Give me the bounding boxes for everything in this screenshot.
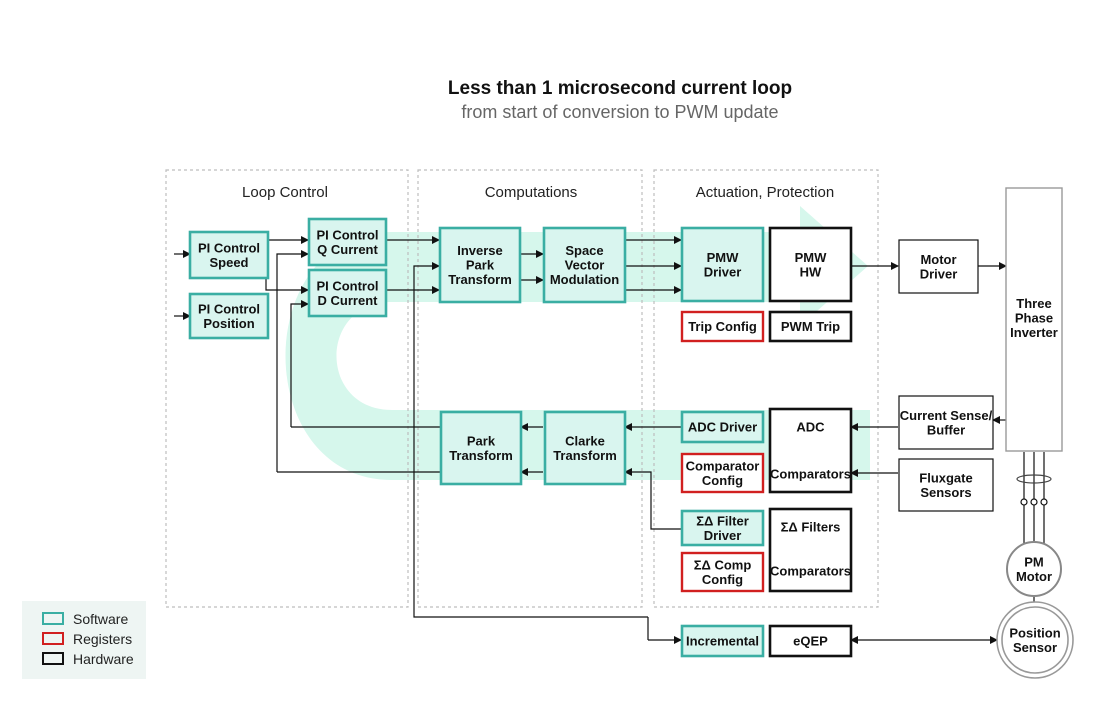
pmw-driver-block xyxy=(680,226,765,303)
sd-filter-driver-block xyxy=(680,509,765,547)
section-label-computations: Computations xyxy=(485,184,578,201)
comparator-config-label: Comparator xyxy=(686,458,760,473)
legend-swatch-hardware xyxy=(42,652,64,665)
trip-config-label: Trip Config xyxy=(688,319,757,334)
incremental-label: Incremental xyxy=(686,634,759,649)
sd-comp-config-label: ΣΔ Comp xyxy=(694,557,752,572)
clarke-transform-label: Clarke xyxy=(565,433,605,448)
svm-label: Space xyxy=(565,243,603,258)
motor-driver-block xyxy=(898,239,979,294)
fluxgate-label: Sensors xyxy=(920,485,971,500)
three-phase-inverter-label: Three xyxy=(1016,296,1051,311)
pmw-driver-label: PMW xyxy=(707,250,740,265)
three-phase-inverter-label: Inverter xyxy=(1010,325,1058,340)
position-sensor-label: Position xyxy=(1009,625,1060,640)
park-transform-block xyxy=(439,410,523,486)
trip-config-block xyxy=(680,310,765,343)
motor-driver-label: Motor xyxy=(920,252,956,267)
comparators-label: Comparators xyxy=(770,467,851,482)
section-label-actuation: Actuation, Protection xyxy=(696,184,834,201)
pi-position-label: Position xyxy=(203,316,254,331)
pi-q-block xyxy=(307,217,388,267)
comparator-config-block xyxy=(680,452,765,494)
eqep-block xyxy=(768,624,853,658)
incremental-block xyxy=(680,624,765,658)
pmw-driver-label: Driver xyxy=(704,264,742,279)
adc-driver-block xyxy=(680,410,765,444)
fluxgate-block xyxy=(898,458,994,512)
inverse-park-label: Transform xyxy=(448,272,512,287)
pi-speed-label: PI Control xyxy=(198,240,260,255)
sd-filters-label: ΣΔ Filters xyxy=(781,520,841,535)
pmw-hw-label: HW xyxy=(800,264,822,279)
svm-block xyxy=(542,226,627,304)
wire-node xyxy=(1030,498,1038,506)
adc-block xyxy=(768,407,853,494)
pm-motor-label: PM xyxy=(1024,554,1044,569)
pi-speed-block xyxy=(188,230,270,280)
pi-position-label: PI Control xyxy=(198,301,260,316)
sd-comp-config-block xyxy=(680,551,765,593)
position-sensor-ring xyxy=(1001,606,1069,674)
pi-d-block xyxy=(307,268,388,318)
pi-position-block xyxy=(188,292,270,340)
legend-label-hardware: Hardware xyxy=(73,651,134,667)
adc-label: ADC xyxy=(796,420,825,435)
current-sensor-ring xyxy=(1016,474,1052,484)
sd-filters-block xyxy=(768,507,853,593)
legend-label-registers: Registers xyxy=(73,631,132,647)
pm-motor-label: Motor xyxy=(1016,569,1052,584)
pmw-hw-block xyxy=(768,226,853,303)
pi-speed-label: Speed xyxy=(209,255,248,270)
section-loop-control xyxy=(165,169,409,608)
park-transform-label: Park xyxy=(467,433,496,448)
pmw-hw-label: PMW xyxy=(795,250,828,265)
pi-d-label: D Current xyxy=(318,293,379,308)
pwm-trip-label: PWM Trip xyxy=(781,319,840,334)
wire-node xyxy=(1040,498,1048,506)
svm-label: Vector xyxy=(565,258,605,273)
motor-driver-label: Driver xyxy=(920,266,958,281)
sd-filter-driver-label: ΣΔ Filter xyxy=(696,513,749,528)
inverse-park-block xyxy=(438,226,522,304)
pi-q-label: Q Current xyxy=(317,242,378,257)
sd-comp-config-label: Config xyxy=(702,572,743,587)
wire-node xyxy=(1020,498,1028,506)
eqep-label: eQEP xyxy=(793,634,828,649)
fluxgate-label: Fluxgate xyxy=(919,470,972,485)
park-transform-label: Transform xyxy=(449,448,513,463)
legend-swatch-registers xyxy=(42,632,64,645)
current-sense-label: Buffer xyxy=(927,422,965,437)
pi-q-label: PI Control xyxy=(316,227,378,242)
legend-swatch-software xyxy=(42,612,64,625)
sd-filter-driver-label: Driver xyxy=(704,528,742,543)
inverse-park-label: Park xyxy=(466,258,495,273)
clarke-transform-label: Transform xyxy=(553,448,617,463)
diagram-title: Less than 1 microsecond current loop xyxy=(448,78,792,99)
section-label-loop-control: Loop Control xyxy=(242,184,328,201)
current-sense-block xyxy=(898,395,994,450)
pi-d-label: PI Control xyxy=(316,278,378,293)
pwm-trip-block xyxy=(768,310,853,343)
position-sensor-ring xyxy=(996,601,1074,679)
svm-label: Modulation xyxy=(550,272,619,287)
diagram-subtitle: from start of conversion to PWM update xyxy=(461,102,778,122)
inverse-park-label: Inverse xyxy=(457,243,503,258)
clarke-transform-block xyxy=(543,410,627,486)
three-phase-inverter-block xyxy=(1005,187,1063,452)
current-sense-label: Current Sense/ xyxy=(900,408,993,423)
comparator-config-label: Config xyxy=(702,473,743,488)
sd-comparators-label: Comparators xyxy=(770,564,851,579)
legend-label-software: Software xyxy=(73,611,128,627)
adc-driver-label: ADC Driver xyxy=(688,420,757,435)
three-phase-inverter-label: Phase xyxy=(1015,311,1053,326)
position-sensor-label: Sensor xyxy=(1013,640,1057,655)
pm-motor-block xyxy=(1006,541,1062,597)
